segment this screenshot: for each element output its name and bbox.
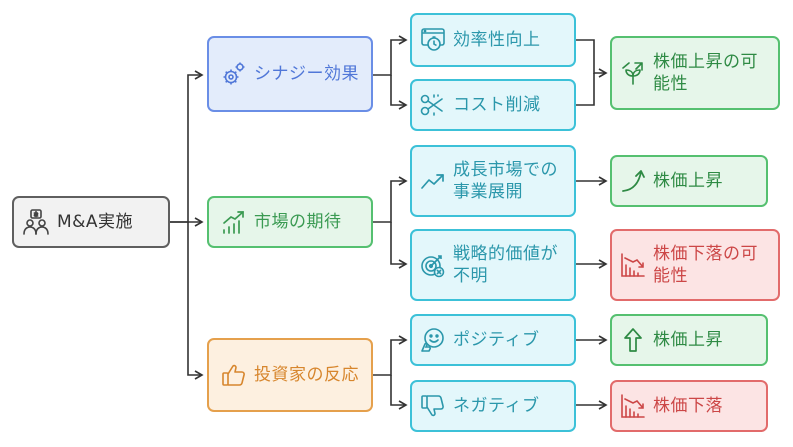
factor-growth-market: 成長市場での事業展開 [410,145,576,217]
outcome-rise-2: 株価上昇 [610,314,768,366]
factor-label: コスト削減 [453,95,541,115]
category-market-expectation: 市場の期待 [207,196,373,248]
target-cross-icon [420,252,446,278]
factor-positive: ポジティブ [410,314,576,366]
outcome-possible-fall: 株価下落の可能性 [610,229,780,301]
factor-label: 戦略的価値が不明 [453,244,558,286]
growing-plant-icon [620,60,646,86]
factor-label: 成長市場での事業展開 [453,160,558,202]
outcome-label: 株価上昇 [653,171,723,191]
browser-timer-icon [420,27,446,53]
scissors-icon [420,92,446,118]
category-synergy: シナジー効果 [207,36,373,112]
category-investor-reaction: 投資家の反応 [207,338,373,412]
thumbs-up-icon [221,362,247,388]
user-group-dollar-icon [22,208,50,236]
outcome-label: 株価下落の可能性 [653,244,758,286]
factor-efficiency: 効率性向上 [410,13,576,67]
arrow-up-icon [620,327,646,353]
outcome-possible-rise: 株価上昇の可能性 [610,36,780,110]
bar-chart-up-icon [221,209,247,235]
gears-icon [221,61,247,87]
curve-up-arrow-icon [620,168,646,194]
outcome-rise: 株価上昇 [610,155,768,207]
thumbs-down-icon [420,393,446,419]
outcome-label: 株価上昇 [653,330,723,350]
bar-chart-down-icon [620,393,646,419]
outcome-fall: 株価下落 [610,380,768,432]
trend-up-icon [420,168,446,194]
root-label: M&A実施 [57,212,134,232]
factor-label: ネガティブ [453,396,540,416]
bar-chart-down-icon [620,252,646,278]
outcome-label: 株価上昇の可能性 [653,52,758,94]
factor-cost-reduction: コスト削減 [410,79,576,131]
factor-label: 効率性向上 [453,30,541,50]
factor-label: ポジティブ [453,330,540,350]
root-node: M&A実施 [12,196,170,248]
category-label: シナジー効果 [254,64,359,84]
category-label: 投資家の反応 [254,365,359,385]
outcome-label: 株価下落 [653,396,723,416]
category-label: 市場の期待 [254,212,342,232]
smile-icon [420,327,446,353]
factor-unclear-strategy: 戦略的価値が不明 [410,229,576,301]
factor-negative: ネガティブ [410,380,576,432]
